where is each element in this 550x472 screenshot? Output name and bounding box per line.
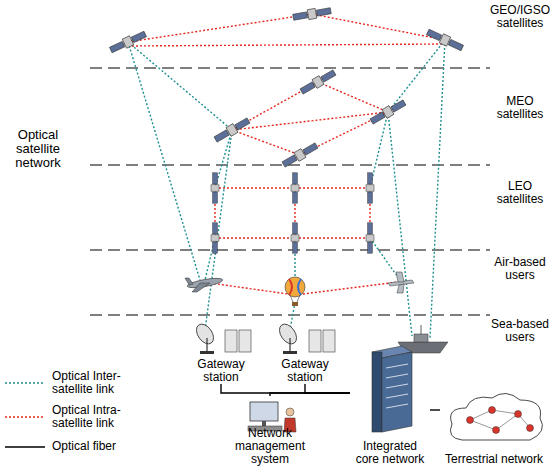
gateway-dish-icon <box>276 321 335 354</box>
layer-separators <box>90 68 490 315</box>
legend-line-sample <box>5 416 45 418</box>
fiber-link <box>270 393 350 396</box>
fiber-link <box>305 384 350 393</box>
meo-satellites <box>213 68 407 169</box>
fiber-link <box>430 409 440 410</box>
legend-line-sample <box>5 446 45 447</box>
layer-label: MEO satellites <box>490 95 550 121</box>
leo-satellites <box>211 173 374 253</box>
legend-line-sample <box>5 382 45 384</box>
gateway-station: Gateway station <box>188 322 254 384</box>
layer-label: Air-based users <box>490 256 550 282</box>
node-label: Integrated core network <box>350 440 430 466</box>
node-label: Gateway station <box>188 358 254 384</box>
node-label: Terrestrial network <box>445 453 543 466</box>
geo-satellites <box>109 6 465 55</box>
node-label: Network management system <box>215 427 325 466</box>
gateway-station: Gateway station <box>272 322 338 384</box>
layer-label: Sea-based users <box>490 318 550 344</box>
management-system: Network management system <box>215 396 325 466</box>
fiber-link <box>221 384 350 393</box>
legend-text: Optical Inter-satellite link <box>52 370 142 396</box>
core-network: Integrated core network <box>350 340 430 466</box>
airplane-icon <box>185 276 223 292</box>
cloud-icon <box>450 393 542 440</box>
drone-icon <box>388 272 414 293</box>
server-icon <box>372 346 412 432</box>
intra-satellite-links <box>128 14 445 295</box>
balloon-icon <box>285 277 305 306</box>
layer-label: LEO satellites <box>490 180 550 206</box>
gateway-dish-icon <box>193 321 251 354</box>
node-label: Gateway station <box>272 358 338 384</box>
group-label: Optical satellite network <box>2 128 74 170</box>
layer-label: GEO/IGSO satellites <box>490 4 550 30</box>
legend-text: Optical Intra-satellite link <box>52 404 142 430</box>
legend-text: Optical fiber <box>52 440 142 453</box>
inter-satellite-links <box>128 40 445 338</box>
terrestrial-network: Terrestrial network <box>440 388 548 466</box>
